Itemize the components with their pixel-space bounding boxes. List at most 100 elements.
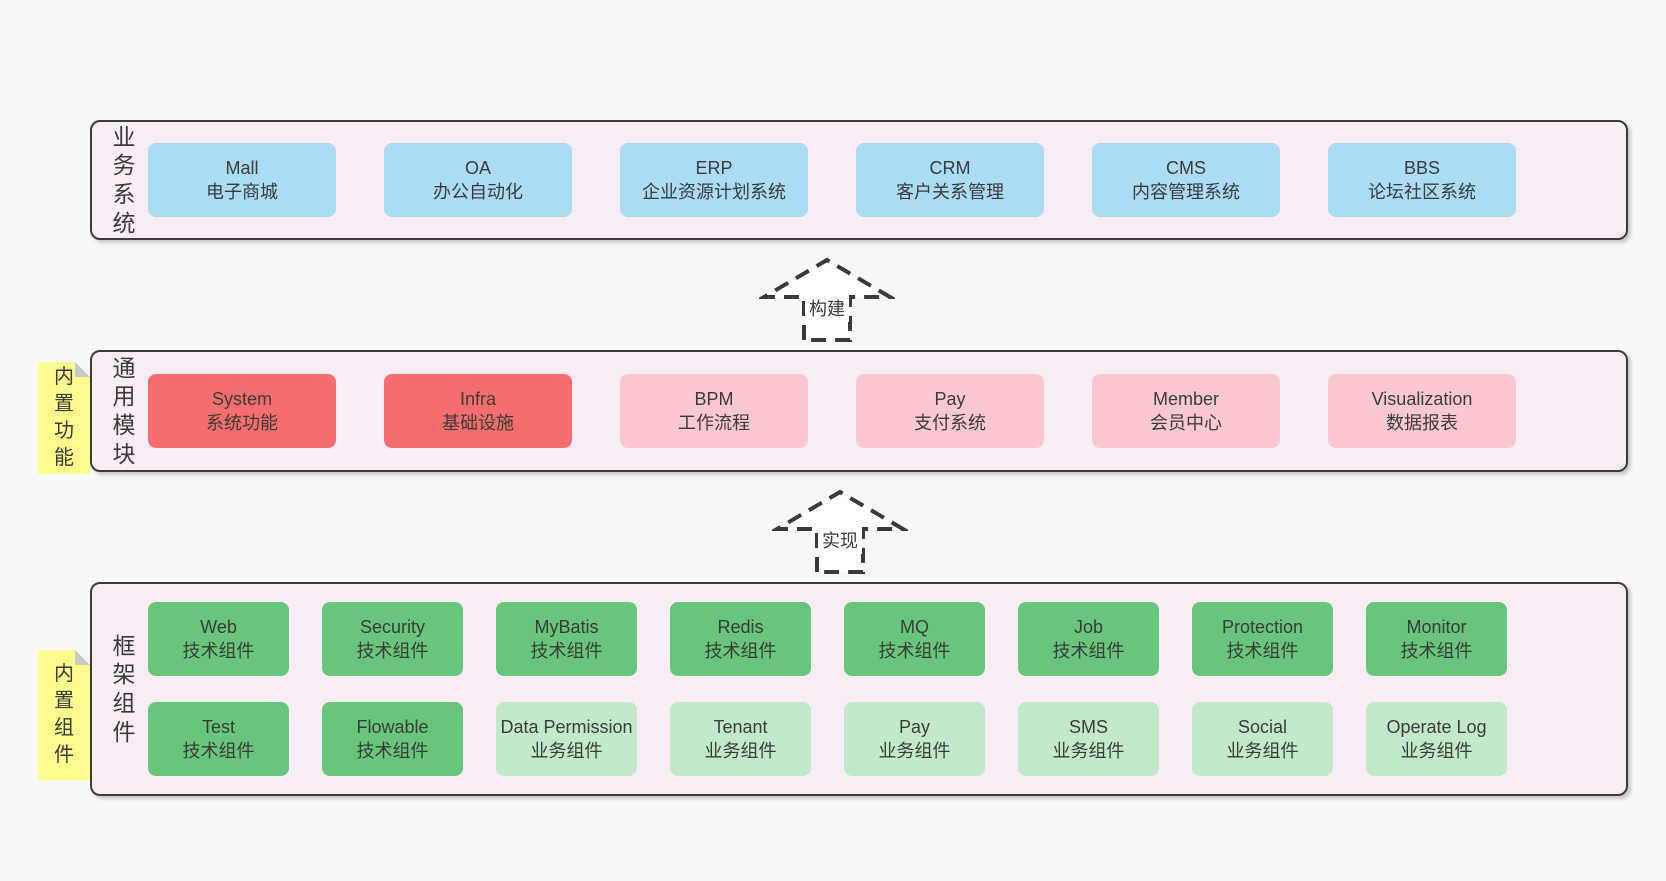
box-pay: Pay 支付系统 — [856, 374, 1044, 448]
box-mall: Mall 电子商城 — [148, 143, 336, 217]
box-title: Redis — [717, 616, 764, 637]
framework-components-grid: Web 技术组件 Security 技术组件 MyBatis 技术组件 Redi… — [148, 602, 1507, 776]
box-subtitle: 技术组件 — [530, 641, 603, 661]
box-subtitle: 技术组件 — [704, 641, 777, 661]
box-title: Visualization — [1371, 388, 1473, 409]
box-subtitle: 技术组件 — [1226, 641, 1299, 661]
box-sms: SMS 业务组件 — [1018, 702, 1159, 776]
box-subtitle: 企业资源计划系统 — [642, 182, 786, 202]
box-web: Web 技术组件 — [148, 602, 289, 676]
box-infra: Infra 基础设施 — [384, 374, 572, 448]
box-subtitle: 业务组件 — [704, 741, 777, 761]
layer-business-systems: 业务系统 Mall 电子商城 OA 办公自动化 ERP 企业资源计划系统 CRM… — [90, 120, 1628, 240]
box-subtitle: 业务组件 — [1226, 741, 1299, 761]
box-title: OA — [464, 157, 491, 178]
layer-business-systems-label: 业务系统 — [104, 123, 144, 238]
box-crm: CRM 客户关系管理 — [856, 143, 1044, 217]
box-subtitle: 论坛社区系统 — [1368, 182, 1476, 202]
box-subtitle: 技术组件 — [878, 641, 951, 661]
layer-common-modules-label: 通用模块 — [104, 354, 144, 469]
box-title: Pay — [898, 716, 931, 737]
box-title: Web — [200, 616, 237, 637]
box-subtitle: 内容管理系统 — [1132, 182, 1240, 202]
business-systems-boxes: Mall 电子商城 OA 办公自动化 ERP 企业资源计划系统 CRM 客户关系… — [148, 143, 1516, 217]
box-redis: Redis 技术组件 — [670, 602, 811, 676]
arrow-implement-label: 实现 — [818, 526, 862, 554]
box-subtitle: 工作流程 — [678, 413, 750, 433]
box-title: Tenant — [713, 716, 768, 737]
box-security: Security 技术组件 — [322, 602, 463, 676]
box-oa: OA 办公自动化 — [384, 143, 572, 217]
layer-framework-components: 框架组件 Web 技术组件 Security 技术组件 MyBatis 技术组件… — [90, 582, 1628, 796]
box-title: Infra — [459, 388, 497, 409]
note-built-in-components: 内置组件 — [38, 650, 90, 780]
framework-components-row-2: Test 技术组件 Flowable 技术组件 Data Permission … — [148, 702, 1507, 776]
box-subtitle: 技术组件 — [1400, 641, 1473, 661]
layer-label-text: 通用模块 — [112, 354, 136, 467]
box-subtitle: 会员中心 — [1150, 413, 1222, 433]
box-subtitle: 电子商城 — [206, 182, 278, 202]
box-title: Protection — [1221, 616, 1304, 637]
box-title: CRM — [929, 157, 971, 178]
box-title: Job — [1073, 616, 1104, 637]
box-operate-log: Operate Log 业务组件 — [1366, 702, 1507, 776]
framework-components-row-1: Web 技术组件 Security 技术组件 MyBatis 技术组件 Redi… — [148, 602, 1507, 676]
box-test: Test 技术组件 — [148, 702, 289, 776]
box-title: Social — [1237, 716, 1288, 737]
box-subtitle: 数据报表 — [1386, 413, 1458, 433]
box-job: Job 技术组件 — [1018, 602, 1159, 676]
box-subtitle: 业务组件 — [878, 741, 951, 761]
box-pay-component: Pay 业务组件 — [844, 702, 985, 776]
box-title: BBS — [1403, 157, 1441, 178]
box-title: Flowable — [356, 716, 429, 737]
box-title: SMS — [1068, 716, 1108, 737]
box-bpm: BPM 工作流程 — [620, 374, 808, 448]
box-title: CMS — [1166, 157, 1206, 178]
box-title: Monitor — [1406, 616, 1467, 637]
box-title: Pay — [934, 388, 966, 409]
box-title: BPM — [694, 388, 734, 409]
box-tenant: Tenant 业务组件 — [670, 702, 811, 776]
box-subtitle: 业务组件 — [1400, 741, 1473, 761]
box-mybatis: MyBatis 技术组件 — [496, 602, 637, 676]
box-flowable: Flowable 技术组件 — [322, 702, 463, 776]
note-text: 内置功能 — [54, 366, 74, 469]
box-subtitle: 业务组件 — [1052, 741, 1125, 761]
box-subtitle: 技术组件 — [182, 641, 255, 661]
box-subtitle: 技术组件 — [356, 641, 429, 661]
box-title: Test — [201, 716, 235, 737]
layer-label-text: 框架组件 — [112, 632, 136, 745]
box-title: ERP — [695, 157, 733, 178]
box-subtitle: 客户关系管理 — [896, 182, 1004, 202]
box-subtitle: 技术组件 — [1052, 641, 1125, 661]
common-modules-boxes: System 系统功能 Infra 基础设施 BPM 工作流程 Pay 支付系统… — [148, 374, 1516, 448]
layer-label-text: 业务系统 — [112, 123, 136, 236]
layer-framework-components-label: 框架组件 — [104, 632, 144, 747]
box-title: System — [211, 388, 272, 409]
box-subtitle: 技术组件 — [356, 741, 429, 761]
arrow-build-label: 构建 — [805, 294, 849, 322]
box-subtitle: 基础设施 — [442, 413, 514, 433]
box-title: Security — [359, 616, 426, 637]
box-protection: Protection 技术组件 — [1192, 602, 1333, 676]
box-subtitle: 支付系统 — [914, 413, 986, 433]
box-member: Member 会员中心 — [1092, 374, 1280, 448]
note-text: 内置组件 — [54, 663, 74, 766]
box-erp: ERP 企业资源计划系统 — [620, 143, 808, 217]
box-cms: CMS 内容管理系统 — [1092, 143, 1280, 217]
box-title: Data Permission — [500, 716, 633, 737]
box-visualization: Visualization 数据报表 — [1328, 374, 1516, 448]
box-title: MQ — [900, 616, 929, 637]
box-subtitle: 技术组件 — [182, 741, 255, 761]
box-social: Social 业务组件 — [1192, 702, 1333, 776]
box-data-permission: Data Permission 业务组件 — [496, 702, 637, 776]
box-system: System 系统功能 — [148, 374, 336, 448]
box-title: MyBatis — [534, 616, 599, 637]
box-title: Operate Log — [1386, 716, 1487, 737]
box-monitor: Monitor 技术组件 — [1366, 602, 1507, 676]
box-bbs: BBS 论坛社区系统 — [1328, 143, 1516, 217]
note-built-in-features: 内置功能 — [38, 362, 90, 474]
box-title: Member — [1152, 388, 1219, 409]
box-title: Mall — [225, 157, 259, 178]
arrow-build: 构建 — [756, 256, 898, 347]
